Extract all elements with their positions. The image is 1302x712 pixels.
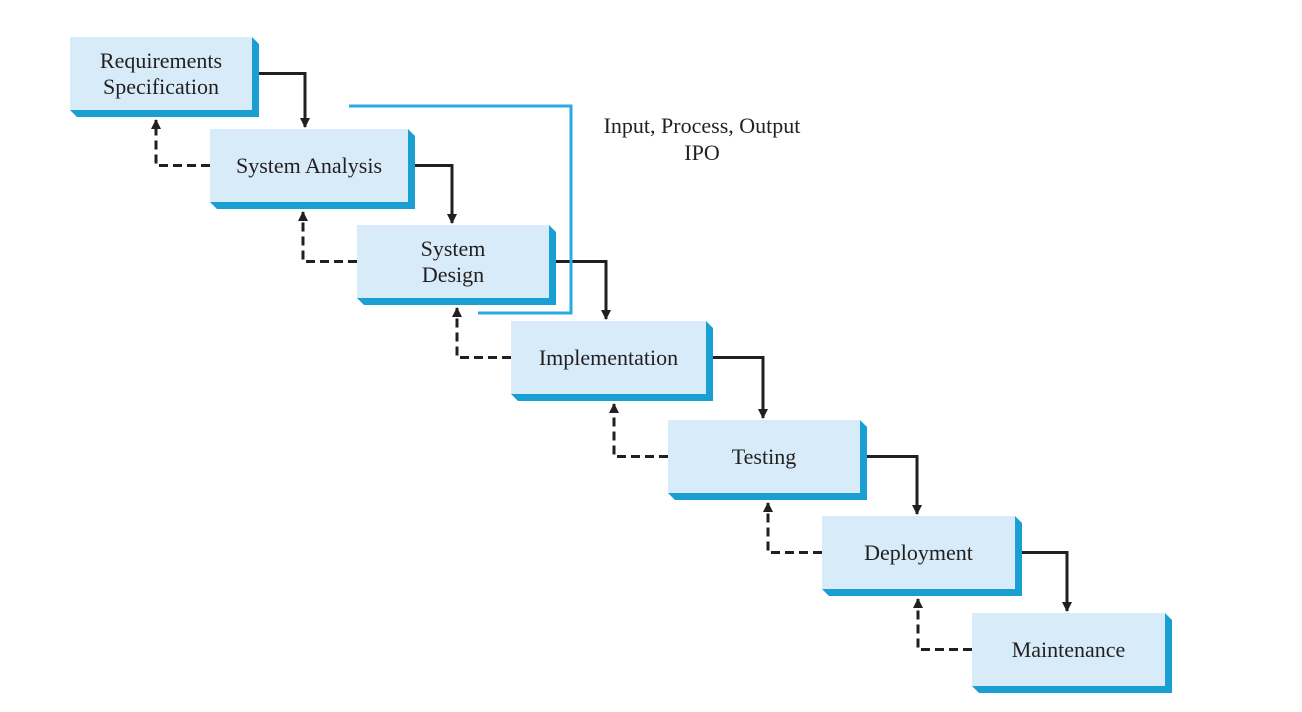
ipo-bracket [349, 104, 573, 315]
flow-arrow [867, 455, 922, 515]
stage-box: Deployment [822, 516, 1015, 589]
stage-box: Testing [668, 420, 860, 493]
stage-label: System Design [420, 235, 486, 287]
feedback-arrow [763, 502, 822, 554]
stage-label: Implementation [538, 344, 679, 370]
stage-label: Testing [731, 443, 797, 469]
feedback-arrow [151, 119, 210, 167]
flow-arrow [259, 72, 310, 128]
flow-arrow [1022, 551, 1072, 612]
feedback-arrow [609, 403, 668, 458]
stage-box: Maintenance [972, 613, 1165, 686]
ipo-annotation-line2: IPO [684, 140, 720, 165]
ipo-annotation-line1: Input, Process, Output [603, 113, 801, 138]
stage-label: Deployment [864, 539, 973, 565]
flow-arrow [713, 356, 768, 419]
stage-box: System Analysis [210, 129, 408, 202]
stage-label: System Analysis [235, 152, 383, 178]
stage-box: Implementation [511, 321, 706, 394]
feedback-arrow [452, 307, 511, 359]
stage-box: System Design [357, 225, 549, 298]
feedback-arrow [298, 211, 357, 263]
flow-arrow [556, 260, 611, 320]
stage-label: Requirements Specification [99, 47, 223, 99]
stage-label: Maintenance [1011, 636, 1126, 662]
flow-arrow [415, 164, 457, 224]
feedback-arrow [913, 598, 972, 651]
ipo-annotation: Input, Process, Output IPO [582, 112, 822, 166]
stage-box: Requirements Specification [70, 37, 252, 110]
